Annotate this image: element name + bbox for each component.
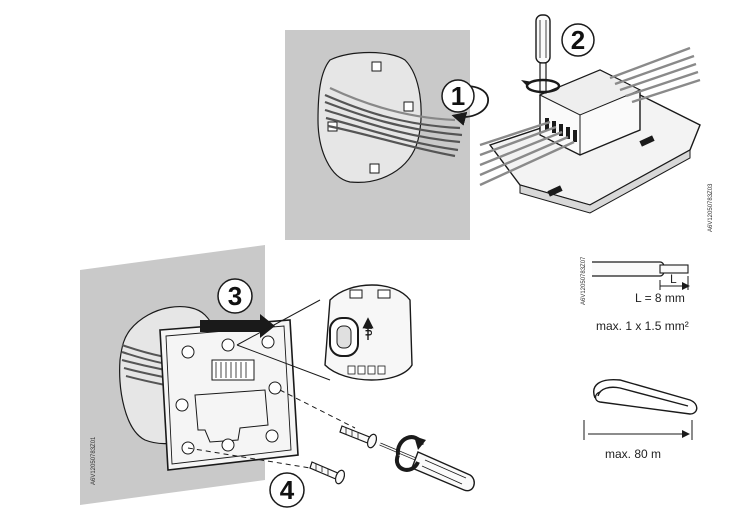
detail-magnifier: UP (236, 284, 413, 381)
screw-upper (339, 425, 378, 449)
base-plate (159, 319, 299, 471)
wire-bundle-terminal (479, 46, 701, 187)
wall-panel-top (285, 30, 470, 240)
step-number-1: 1 (451, 81, 465, 111)
cable-length-label: max. 80 m (605, 447, 661, 461)
screwdriver-bottom (379, 442, 475, 492)
wire-bundle-wall (324, 87, 463, 158)
step-badge-3: 3 (217, 278, 253, 314)
figure-code-strip: A6V12050783Z07 (581, 256, 587, 305)
figure-code-mount: A6V12050783Z01 (91, 436, 97, 485)
strip-length-label: L = 8 mm (635, 291, 685, 305)
step-number-4: 4 (280, 475, 295, 505)
step-badge-4: 4 (269, 472, 305, 508)
push-arrow-step3 (200, 314, 275, 338)
stripped-wire-illustration: L (592, 261, 690, 290)
screw-alignment-lines (187, 389, 356, 469)
screwdriver-top (535, 14, 551, 94)
rotate-arrow-step2 (521, 78, 561, 94)
step-number-2: 2 (571, 25, 585, 55)
step-badge-1: 1 (441, 79, 475, 113)
step-badge-2: 2 (561, 23, 595, 57)
step-number-3: 3 (228, 281, 242, 311)
cable-loop-illustration (593, 378, 698, 415)
cable-cross-section-label: max. 1 x 1.5 mm² (596, 319, 689, 333)
up-marker-label: UP (364, 323, 374, 336)
strip-length-symbol: L (670, 272, 677, 286)
figure-code-terminal: A6V12050783Z03 (708, 183, 714, 232)
cable-length-dimension (583, 420, 693, 440)
screw-lower (309, 461, 346, 485)
rotate-arrow-step4 (394, 435, 426, 472)
terminal-block (538, 69, 642, 156)
